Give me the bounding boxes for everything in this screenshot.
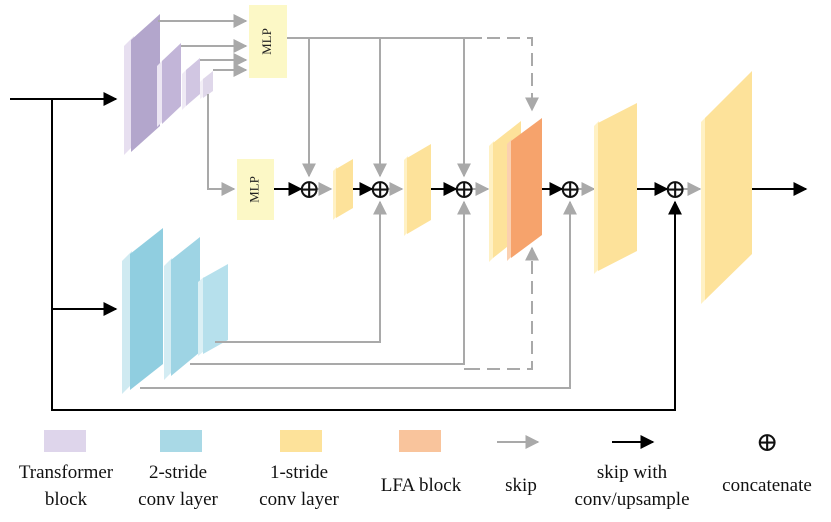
legend-concat: ⊕ concatenate [722,427,812,496]
legend-stride1-line2: conv layer [259,489,339,510]
legend-skip-conv-line1: skip with [597,462,668,483]
legend-concat-label: concatenate [722,475,812,496]
transformer-blocks [124,14,213,155]
legend-stride2: 2-stride conv layer [138,430,219,510]
skip-connections [140,14,702,389]
legend-skip: skip [497,435,540,496]
mlp-top-label: MLP [259,28,274,55]
legend-stride1-line1: 1-stride [270,462,328,483]
concat-node-5: ⊕ [664,174,687,204]
legend-lfa-swatch [399,430,441,452]
legend: Transformer block 2-stride conv layer 1-… [19,427,812,510]
legend-stride2-swatch [160,430,202,452]
concat-node-2: ⊕ [369,174,392,204]
mlp-top-box: MLP [249,5,287,78]
svg-text:⊕: ⊕ [369,174,392,204]
concat-node-1: ⊕ [298,174,321,204]
legend-skip-conv: skip with conv/upsample [574,435,690,510]
lfa-block [507,118,542,261]
legend-lfa-label: LFA block [381,475,462,496]
legend-transformer: Transformer block [19,430,114,510]
legend-stride2-line1: 2-stride [149,462,207,483]
legend-transformer-swatch [44,430,86,452]
legend-skip-conv-line2: conv/upsample [574,489,689,510]
svg-text:⊕: ⊕ [664,174,687,204]
legend-transformer-line1: Transformer [19,462,114,483]
legend-skip-label: skip [505,475,537,496]
legend-stride2-line2: conv layer [138,489,218,510]
mlp-mid-box: MLP [237,159,274,220]
concat-node-4: ⊕ [559,174,582,204]
legend-stride1: 1-stride conv layer [259,430,340,510]
legend-lfa: LFA block [381,430,462,496]
legend-stride1-swatch [280,430,322,452]
svg-text:⊕: ⊕ [453,174,476,204]
svg-text:⊕: ⊕ [559,174,582,204]
svg-text:⊕: ⊕ [298,174,321,204]
skip-conv-connections [10,92,808,411]
stride1-conv-blocks [333,71,752,304]
concat-node-3: ⊕ [453,174,476,204]
legend-concat-icon: ⊕ [756,427,779,457]
stride2-conv-blocks [122,228,228,394]
mlp-mid-label: MLP [246,176,261,203]
legend-transformer-line2: block [45,489,88,510]
